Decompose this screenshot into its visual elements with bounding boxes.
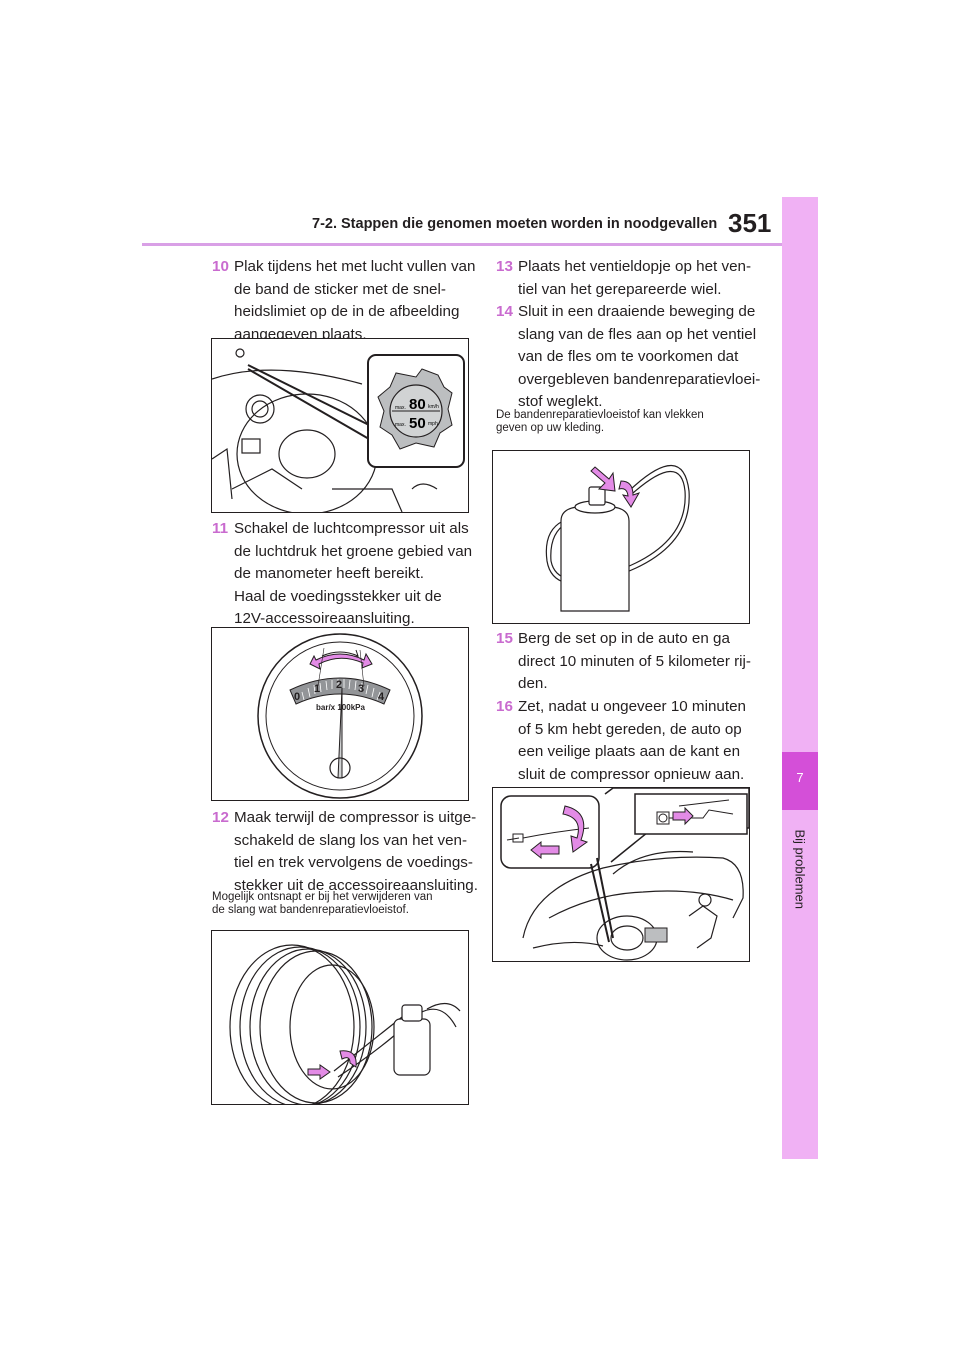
gauge-scale-4: 4	[378, 691, 385, 703]
step-15: 15 Berg de set op in de auto en ga direc…	[496, 628, 768, 696]
note-fluid-escape: Mogelijk ontsnapt er bij het verwijderen…	[212, 891, 433, 916]
step-number: 13	[496, 258, 513, 275]
pressure-gauge-illustration: 0 1 2 3 4 bar/x 100kPa	[211, 627, 469, 801]
step-13: 13 Plaats het ventieldopje op het ven- t…	[496, 256, 768, 301]
dashboard-drawing: max. 80 km/h max. 50 mph	[212, 348, 465, 512]
dashboard-sticker-illustration: max. 80 km/h max. 50 mph	[211, 338, 469, 513]
car-drawing	[500, 788, 749, 961]
chapter-number: 7	[796, 770, 804, 785]
step-number: 10	[212, 258, 229, 275]
step-11: 11 Schakel de luchtcompressor uit als de…	[212, 518, 482, 631]
step-text: Sluit in een draaiende beweging de slang…	[518, 303, 761, 410]
car-compressor-illustration	[492, 787, 750, 962]
bottle-hose-illustration	[492, 450, 750, 624]
note-fluid-stains: De bandenreparatievloeistof kan vlekken …	[496, 409, 704, 434]
sticker-speed-mph: 50	[409, 415, 426, 432]
step-text: Maak terwijl de compressor is uitge- sch…	[234, 809, 478, 894]
step-14: 14 Sluit in een draaiende beweging de sl…	[496, 301, 768, 414]
step-text: Plak tijdens het met lucht vullen van de…	[234, 258, 476, 343]
sticker-speed-kmh: 80	[409, 396, 426, 413]
chapter-label: Bij problemen	[792, 829, 808, 910]
section-title: 7-2. Stappen die genomen moeten worden i…	[312, 216, 718, 232]
bottle-drawing	[545, 465, 690, 612]
sticker-unit-mph: mph	[428, 421, 438, 427]
sticker-unit-kmh: km/h	[428, 404, 439, 410]
gauge-drawing: 0 1 2 3 4 bar/x 100kPa	[257, 633, 423, 799]
tire-bottle-illustration	[211, 930, 469, 1105]
step-number: 15	[496, 630, 513, 647]
chapter-side-tab	[782, 197, 818, 1159]
step-16: 16 Zet, nadat u ongeveer 10 minuten of 5…	[496, 696, 768, 786]
step-number: 12	[212, 809, 229, 826]
tire-drawing	[229, 944, 461, 1104]
page-number: 351	[728, 208, 772, 238]
step-number: 11	[212, 520, 229, 537]
step-number: 16	[496, 698, 513, 715]
step-number: 14	[496, 303, 513, 320]
step-text: Plaats het ventieldopje op het ven- tiel…	[518, 258, 752, 298]
header-rule	[142, 243, 782, 246]
sticker-max-label-2: max.	[395, 422, 406, 428]
gauge-scale-3: 3	[358, 683, 364, 695]
gauge-scale-1: 1	[314, 683, 320, 695]
step-12: 12 Maak terwijl de compressor is uitge- …	[212, 807, 486, 897]
sticker-max-label-1: max.	[395, 405, 406, 411]
chapter-marker	[782, 752, 818, 810]
gauge-scale-0: 0	[294, 691, 300, 703]
step-10: 10 Plak tijdens het met lucht vullen van…	[212, 256, 482, 346]
gauge-scale-2: 2	[336, 679, 342, 691]
step-text: Schakel de luchtcompressor uit als de lu…	[234, 520, 473, 627]
step-text: Zet, nadat u ongeveer 10 minuten of 5 km…	[518, 698, 746, 783]
step-text: Berg de set op in de auto en ga direct 1…	[518, 630, 751, 692]
